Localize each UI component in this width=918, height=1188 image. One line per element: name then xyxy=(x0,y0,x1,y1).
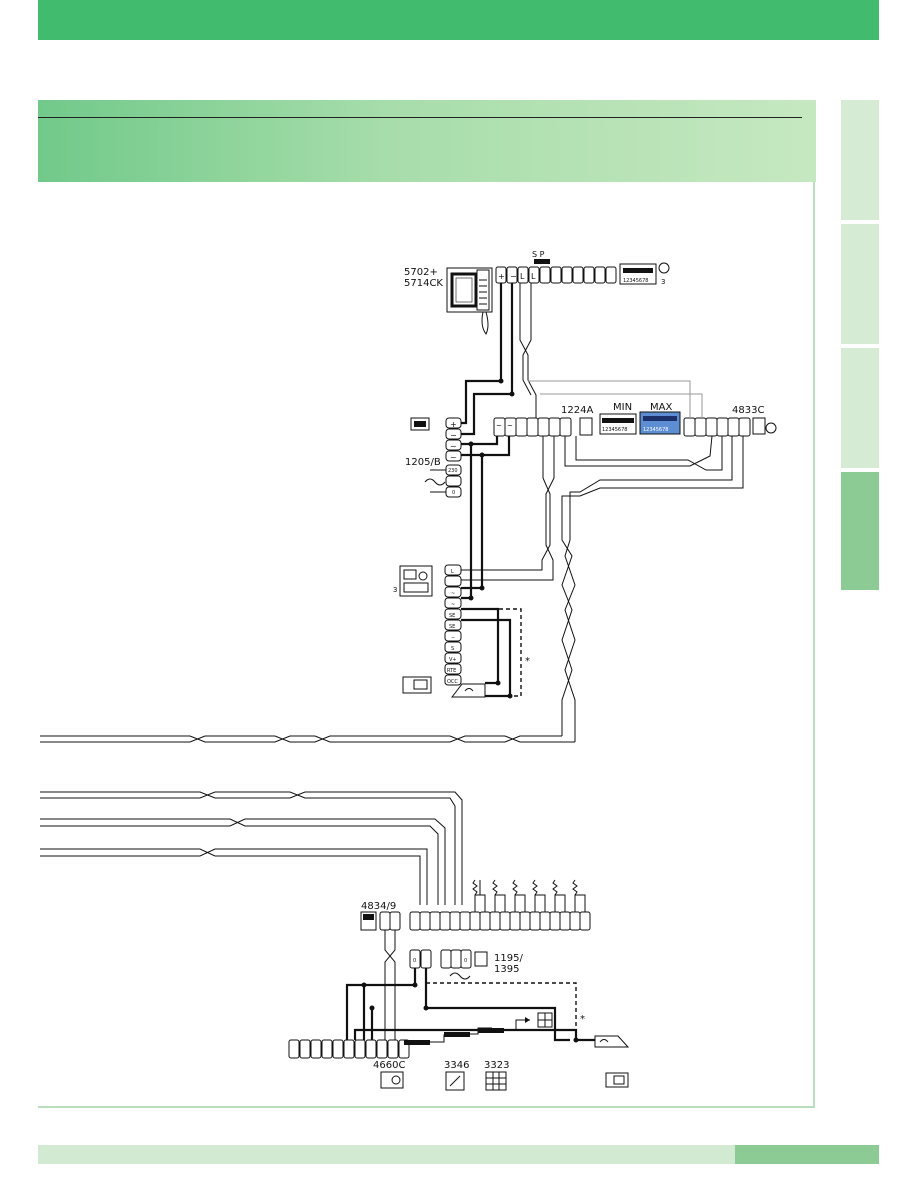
note-star-upper: * xyxy=(525,656,530,667)
dip-min-label: MIN xyxy=(613,402,632,413)
svg-text:−: − xyxy=(451,635,455,641)
door-lock-icon xyxy=(450,683,486,698)
header-bar xyxy=(38,0,879,40)
side-tab-4-active[interactable] xyxy=(841,472,879,590)
svg-text:~: ~ xyxy=(451,602,455,608)
supply-label: 1205/B xyxy=(405,457,441,468)
door-station-terminals: L ~ ~ SE SE − S V+ RTE OCC xyxy=(444,564,462,686)
supply-bottom-label-1: 1195/ xyxy=(494,953,523,964)
svg-text:V+: V+ xyxy=(449,657,457,663)
note-star-lower: * xyxy=(580,1014,585,1025)
monitor-dip-switch: 12345678 3 xyxy=(619,262,670,286)
monitor-label-line1: 5702+ xyxy=(404,267,438,278)
footer-tab xyxy=(735,1145,879,1164)
svg-text:−: − xyxy=(450,431,457,440)
lower-device-icon xyxy=(605,1072,629,1088)
svg-text:L: L xyxy=(451,569,454,575)
sp-jumper xyxy=(534,259,550,264)
monitor-label-line2: 5714CK xyxy=(404,278,443,289)
code-unit-connector xyxy=(404,1012,553,1045)
title-band xyxy=(38,100,816,182)
side-tab-2[interactable] xyxy=(841,224,879,344)
keypad-icon xyxy=(380,1071,404,1089)
splitter-terminals xyxy=(379,911,591,931)
supply-bottom-label-2: 1395 xyxy=(494,964,519,975)
svg-text:~: ~ xyxy=(507,422,513,430)
svg-text:+: + xyxy=(498,272,505,281)
code-unit-icon xyxy=(445,1071,465,1091)
svg-text:12345678: 12345678 xyxy=(623,278,648,284)
splitter-label: 4834/9 xyxy=(361,901,396,912)
ext-unit-icon xyxy=(485,1071,507,1091)
svg-text:+: + xyxy=(450,420,457,429)
svg-text:~: ~ xyxy=(496,422,502,430)
svg-text:S: S xyxy=(451,646,454,652)
svg-text:SE: SE xyxy=(449,613,455,619)
dip-max-switch: 12345678 xyxy=(639,411,681,435)
splitter-icon xyxy=(360,911,377,931)
panel-4833c-terminals xyxy=(683,417,777,437)
door-station-icon: 3 xyxy=(393,565,433,597)
svg-text:0: 0 xyxy=(452,490,455,496)
svg-text:−: − xyxy=(510,272,517,281)
svg-text:RTE: RTE xyxy=(447,668,456,674)
svg-text:12345678: 12345678 xyxy=(643,427,668,433)
panel-1224a-label: 1224A xyxy=(561,405,593,416)
sp-label: S P xyxy=(532,250,545,259)
svg-text:3: 3 xyxy=(393,586,397,594)
keypad-terminals xyxy=(288,1039,410,1059)
footer-bar xyxy=(38,1145,735,1164)
supply-bottom-terminals: 0 0 xyxy=(409,949,488,980)
svg-text:0: 0 xyxy=(464,958,467,964)
svg-text:SE: SE xyxy=(449,624,455,630)
side-tab-3[interactable] xyxy=(841,348,879,468)
supply-1205b-icon xyxy=(410,417,430,431)
content-frame xyxy=(38,182,815,1108)
title-rule xyxy=(38,117,802,118)
dip-min-switch: 12345678 xyxy=(599,413,637,435)
dip-max-label: MAX xyxy=(650,402,672,413)
svg-text:0: 0 xyxy=(413,958,416,964)
supply-1205b-terminals: + − ~ ~ 230 0 xyxy=(424,417,462,498)
lower-lock-icon xyxy=(594,1035,630,1048)
panel-1224a-terminals: ~ ~ xyxy=(493,417,593,437)
termination-resistors xyxy=(472,879,586,912)
svg-text:OCC: OCC xyxy=(447,679,458,685)
svg-text:~: ~ xyxy=(450,442,457,451)
keypad-label: 4660C xyxy=(373,1060,405,1071)
svg-text:~: ~ xyxy=(450,453,457,462)
monitor-terminal-strip: + − L L xyxy=(495,266,617,284)
door-unit-icon xyxy=(402,676,432,694)
lower-wiring xyxy=(40,791,463,905)
upper-wiring: * xyxy=(40,283,744,743)
code-unit-label: 3346 xyxy=(444,1060,469,1071)
monitor-unit-icon xyxy=(446,267,493,335)
svg-text:~: ~ xyxy=(451,591,455,597)
svg-text:L: L xyxy=(520,272,525,281)
panel-4833c-label: 4833C xyxy=(732,405,764,416)
ext-unit-label: 3323 xyxy=(484,1060,509,1071)
bottom-power-wiring: * xyxy=(345,968,595,1043)
svg-text:12345678: 12345678 xyxy=(602,427,627,433)
svg-text:3: 3 xyxy=(661,278,665,286)
svg-text:L: L xyxy=(531,272,536,281)
side-tab-1[interactable] xyxy=(841,100,879,220)
svg-text:230: 230 xyxy=(448,468,458,474)
